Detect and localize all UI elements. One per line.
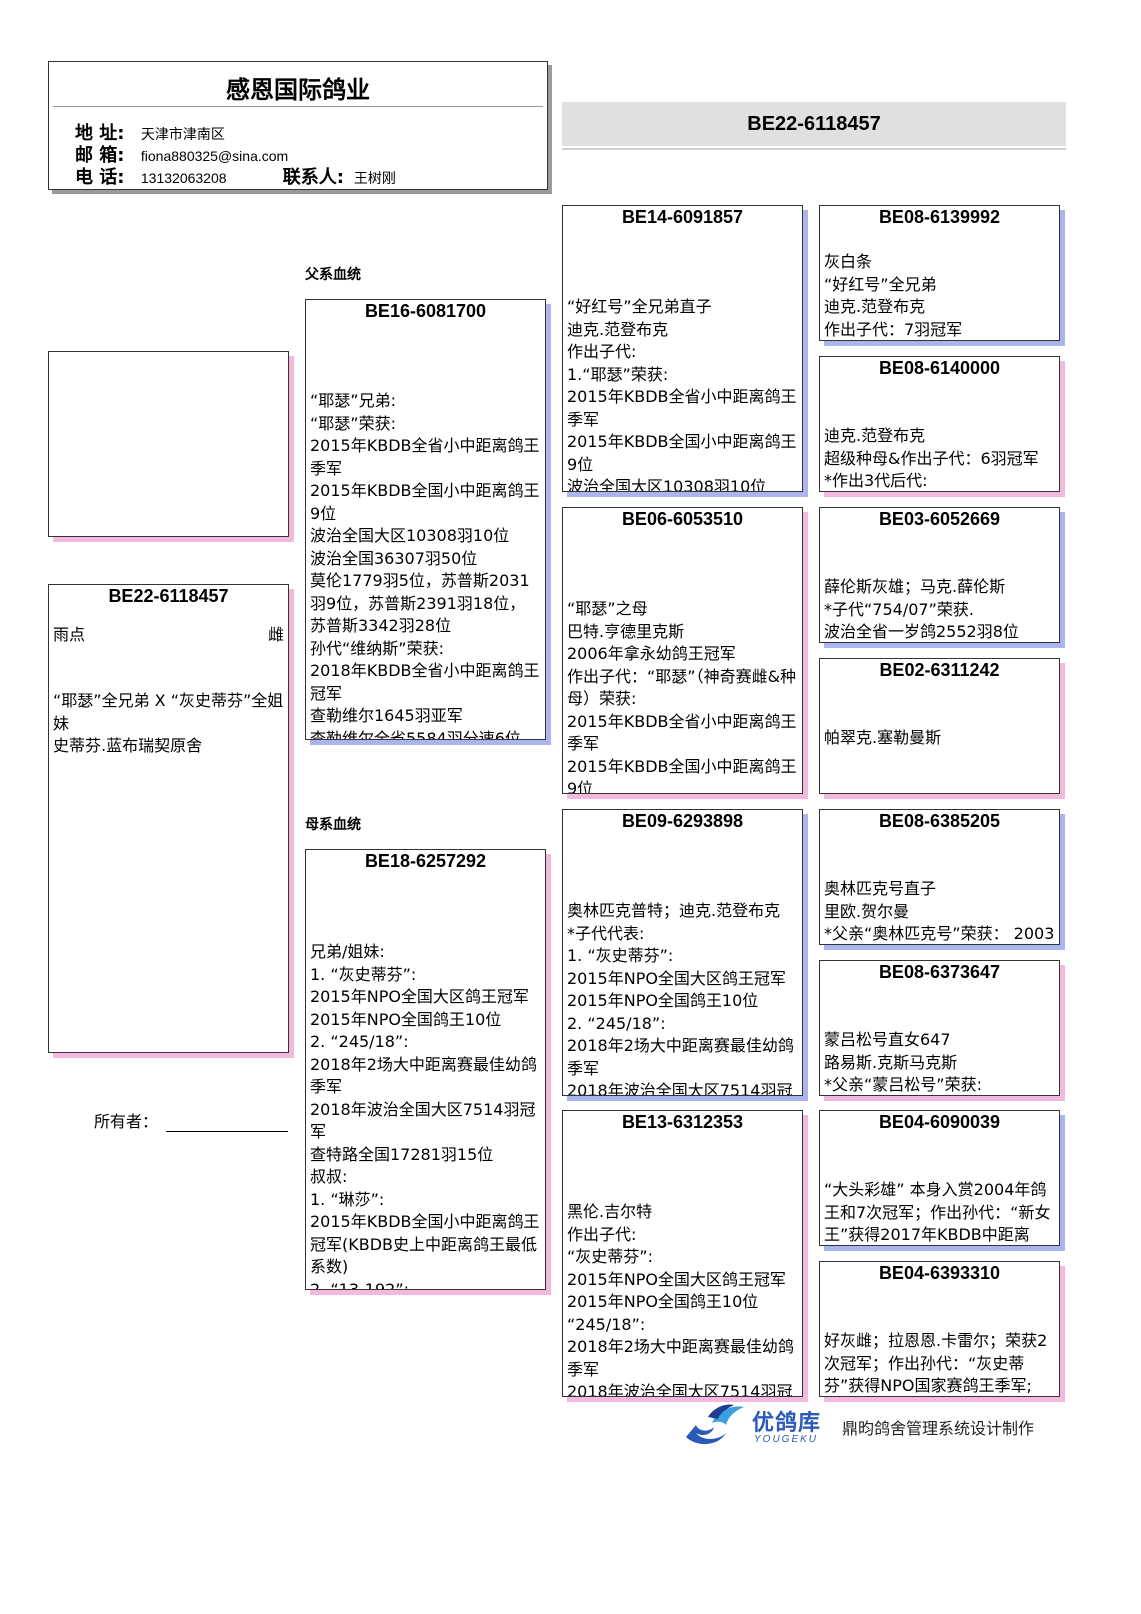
dam-notes: 兄弟/姐妹: 1. “灰史蒂芬”: 2015年NPO全国大区鸽王冠军 2015年…	[310, 942, 540, 1290]
dam-ring: BE18-6257292	[364, 851, 487, 871]
grandparent-notes: “耶瑟”之母 巴特.亨德里克斯 2006年拿永幼鸽王冠军 作出子代：“耶瑟”（神…	[567, 599, 797, 794]
grandsire-maternal-card: BE09-6293898 奥林匹克普特；迪克.范登布克 *子代代表: 1. “灰…	[562, 809, 803, 1096]
subject-card: BE22-6118457 雨点 雌 “耶瑟”全兄弟 X “灰史蒂芬”全姐妹 史蒂…	[48, 584, 289, 1053]
owner-field: 所有者：	[94, 1108, 289, 1132]
grandparent-ring: BE09-6293898	[621, 811, 744, 831]
sire-card: BE16-6081700 “耶瑟”兄弟: “耶瑟”荣获: 2015年KBDB全省…	[305, 299, 546, 740]
grandsire-paternal-card: BE14-6091857 “好红号”全兄弟直子 迪克.范登布克 作出子代: 1.…	[562, 205, 803, 492]
great-grandparent-card: BE08-6139992 灰白条 “好红号”全兄弟 迪克.范登布克 作出子代：7…	[819, 205, 1060, 341]
address-label: 地 址:	[75, 123, 125, 144]
great-grandparent-card: BE08-6140000 迪克.范登布克 超级种母&作出子代：6羽冠军 *作出3…	[819, 356, 1060, 492]
great-grandparent-notes: 薛伦斯灰雄；马克.薛伦斯 *子代“754/07”荣获. 波治全省一岁鸽2552羽…	[824, 577, 1019, 641]
great-grandparent-notes: 帕翠克.塞勒曼斯	[824, 728, 942, 747]
email-value: fiona880325@sina.com	[140, 148, 289, 164]
brand-name: 优鸽库	[752, 1411, 822, 1436]
owner-label: 所有者：	[94, 1112, 159, 1131]
subject-ring: BE22-6118457	[108, 586, 229, 606]
address-row: 地 址: 天津市津南区	[75, 119, 225, 145]
great-grandparent-ring: BE03-6052669	[878, 509, 1001, 529]
great-grandparent-notes: 好灰雌；拉恩恩.卡雷尔；荣获2次冠军；作出孙代：“灰史蒂芬”获得NPO国家赛鸽王…	[824, 1331, 1048, 1395]
email-label: 邮 箱:	[75, 145, 125, 166]
sire-ring: BE16-6081700	[364, 301, 487, 321]
brand-name-en: YOUGEKU	[754, 1434, 819, 1445]
great-grandparent-card: BE03-6052669 薛伦斯灰雄；马克.薛伦斯 *子代“754/07”荣获.…	[819, 507, 1060, 643]
owner-line	[166, 1113, 289, 1132]
great-grandparent-card: BE08-6385205 奥林匹克号直子 里欧.贺尔曼 *父亲“奥林匹克号”荣获…	[819, 809, 1060, 945]
contact-value: 王树刚	[353, 170, 396, 186]
great-grandparent-notes: 奥林匹克号直子 里欧.贺尔曼 *父亲“奥林匹克号”荣获： 2003	[824, 879, 1055, 943]
main-ring-banner: BE22-6118457	[562, 102, 1066, 148]
great-grandparent-ring: BE04-6090039	[878, 1112, 1001, 1132]
great-grandparent-ring: BE02-6311242	[879, 660, 1000, 680]
pigeon-wave-icon	[686, 1404, 744, 1445]
great-grandparent-notes: 灰白条 “好红号”全兄弟 迪克.范登布克 作出子代：7羽冠军	[824, 252, 963, 339]
subject-color-sex: 雨点 雌	[49, 621, 288, 645]
contact-label: 联系人:	[282, 167, 344, 188]
great-grandparent-ring: BE08-6139992	[878, 207, 1001, 227]
grandparent-ring: BE06-6053510	[621, 509, 744, 529]
great-grandparent-card: BE04-6090039 “大头彩雄” 本身入赏2004年鸽王和7次冠军；作出孙…	[819, 1110, 1060, 1246]
breeder-name: 感恩国际鸽业	[226, 76, 370, 104]
great-grandparent-notes: 迪克.范登布克 超级种母&作出子代：6羽冠军 *作出3代后代:	[824, 426, 1039, 490]
main-ring-number: BE22-6118457	[747, 113, 881, 135]
pigeon-photo	[48, 351, 289, 537]
header-divider	[53, 106, 543, 107]
great-grandparent-card: BE04-6393310 好灰雌；拉恩恩.卡雷尔；荣获2次冠军；作出孙代：“灰史…	[819, 1261, 1060, 1397]
great-grandparent-notes: “大头彩雄” 本身入赏2004年鸽王和7次冠军；作出孙代：“新女王”获得2017…	[824, 1180, 1051, 1244]
grandparent-notes: 黑伦.吉尔特 作出子代: “灰史蒂芬”: 2015年NPO全国大区鸽王冠军 20…	[567, 1202, 794, 1397]
great-grandparent-ring: BE08-6385205	[878, 811, 1001, 831]
address-value: 天津市津南区	[140, 126, 225, 142]
breeder-info-card: 感恩国际鸽业 地 址: 天津市津南区 邮 箱: fiona880325@sina…	[48, 61, 548, 190]
footer-slogan: 鼎昀鸽舍管理系统设计制作	[842, 1419, 1035, 1438]
phone-label: 电 话:	[75, 167, 125, 188]
subject-color: 雨点	[53, 625, 86, 644]
granddam-maternal-card: BE13-6312353 黑伦.吉尔特 作出子代: “灰史蒂芬”: 2015年N…	[562, 1110, 803, 1397]
great-grandparent-notes: 蒙吕松号直女647 路易斯.克斯马克斯 *父亲“蒙吕松号”荣获:	[824, 1030, 982, 1094]
dam-card: BE18-6257292 兄弟/姐妹: 1. “灰史蒂芬”: 2015年NPO全…	[305, 849, 546, 1290]
great-grandparent-ring: BE08-6373647	[878, 962, 1001, 982]
granddam-paternal-card: BE06-6053510 “耶瑟”之母 巴特.亨德里克斯 2006年拿永幼鸽王冠…	[562, 507, 803, 794]
grandparent-ring: BE13-6312353	[621, 1112, 744, 1132]
great-grandparent-card: BE02-6311242 帕翠克.塞勒曼斯	[819, 658, 1060, 794]
footer-logo: 优鸽库 YOUGEKU 鼎昀鸽舍管理系统设计制作	[682, 1403, 1062, 1453]
phone-value: 13132063208	[140, 170, 227, 186]
great-grandparent-ring: BE04-6393310	[878, 1263, 1001, 1283]
subject-notes: “耶瑟”全兄弟 X “灰史蒂芬”全姐妹 史蒂芬.蓝布瑞契原舍	[53, 691, 284, 755]
grandparent-ring: BE14-6091857	[621, 207, 744, 227]
sire-notes: “耶瑟”兄弟: “耶瑟”荣获: 2015年KBDB全省小中距离鸽王季军 2015…	[310, 391, 540, 740]
email-row: 邮 箱: fiona880325@sina.com	[75, 141, 288, 167]
grandparent-notes: “好红号”全兄弟直子 迪克.范登布克 作出子代: 1.“耶瑟”荣获: 2015年…	[567, 297, 797, 492]
great-grandparent-ring: BE08-6140000	[878, 358, 1001, 378]
great-grandparent-card: BE08-6373647 蒙吕松号直女647 路易斯.克斯马克斯 *父亲“蒙吕松…	[819, 960, 1060, 1096]
paternal-label: 父系血统	[305, 267, 361, 283]
subject-sex: 雌	[267, 625, 284, 644]
phone-row: 电 话: 13132063208 联系人: 王树刚	[75, 163, 396, 189]
grandparent-notes: 奥林匹克普特；迪克.范登布克 *子代代表: 1. “灰史蒂芬”: 2015年NP…	[567, 901, 794, 1096]
maternal-label: 母系血统	[305, 817, 361, 833]
